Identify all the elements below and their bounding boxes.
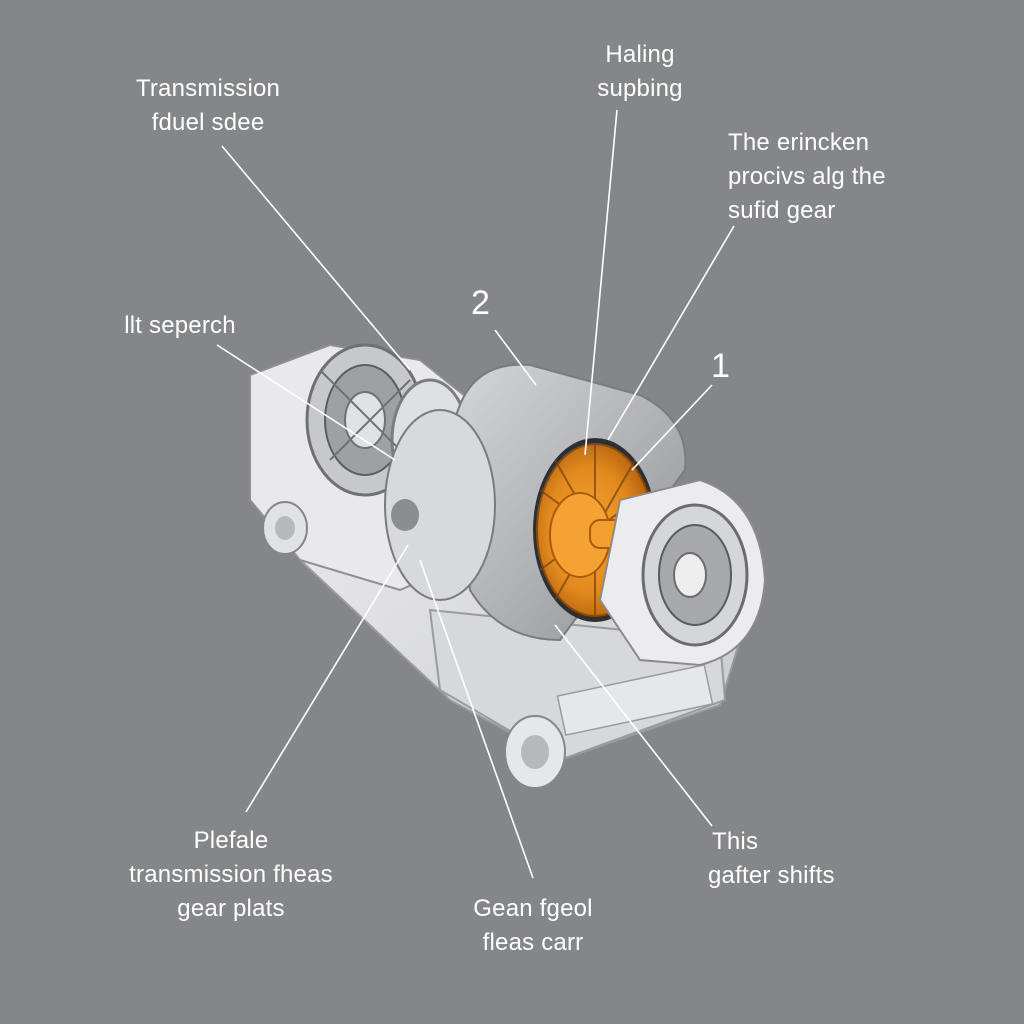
mount-wheels [262, 501, 566, 789]
label-lit-seperch: llt seperch [100, 309, 260, 343]
label-line: Gean fgeol [473, 895, 593, 922]
label-line: This [712, 828, 759, 855]
leader-marker-one [631, 384, 713, 471]
leader-lines [216, 109, 735, 879]
leader-lit-seperch [216, 344, 396, 461]
label-line: Plefale [193, 827, 269, 854]
label-gean-fgeol: Gean fgeol fleas carr [452, 892, 614, 960]
label-this-gafter: This gafter shifts [700, 825, 870, 893]
leader-principle-gear [607, 225, 735, 441]
label-line: Transmission [135, 75, 281, 102]
label-line: sufid gear [728, 197, 836, 224]
label-haling-supbing: Haling supbing [580, 38, 700, 106]
label-line: gafter shifts [708, 862, 835, 889]
marker-two: 2 [471, 284, 490, 322]
label-line: llt seperch [124, 312, 236, 339]
label-line: procivs alg the [728, 163, 886, 190]
leader-plefale [245, 544, 409, 813]
leader-marker-two [494, 329, 537, 386]
leader-transmission-side [221, 145, 411, 371]
label-line: fleas carr [482, 929, 584, 956]
label-plefale: Plefale transmission fheas gear plats [100, 824, 362, 926]
label-line: fduel sdee [151, 109, 265, 136]
label-line: Haling [605, 41, 675, 68]
leader-gean-fgeol [419, 559, 534, 879]
label-line: The erincken [728, 129, 870, 156]
label-line: transmission fheas [129, 861, 333, 888]
marker-one: 1 [711, 347, 730, 385]
label-line: gear plats [177, 895, 285, 922]
leader-haling-supbing [584, 109, 618, 456]
end-housing [598, 478, 767, 667]
label-transmission-side: Transmission fduel sdee [113, 72, 303, 140]
label-line: supbing [597, 75, 683, 102]
leader-this-gafter [554, 624, 713, 827]
label-principle-gear: The erincken procivs alg the sufid gear [728, 126, 928, 228]
